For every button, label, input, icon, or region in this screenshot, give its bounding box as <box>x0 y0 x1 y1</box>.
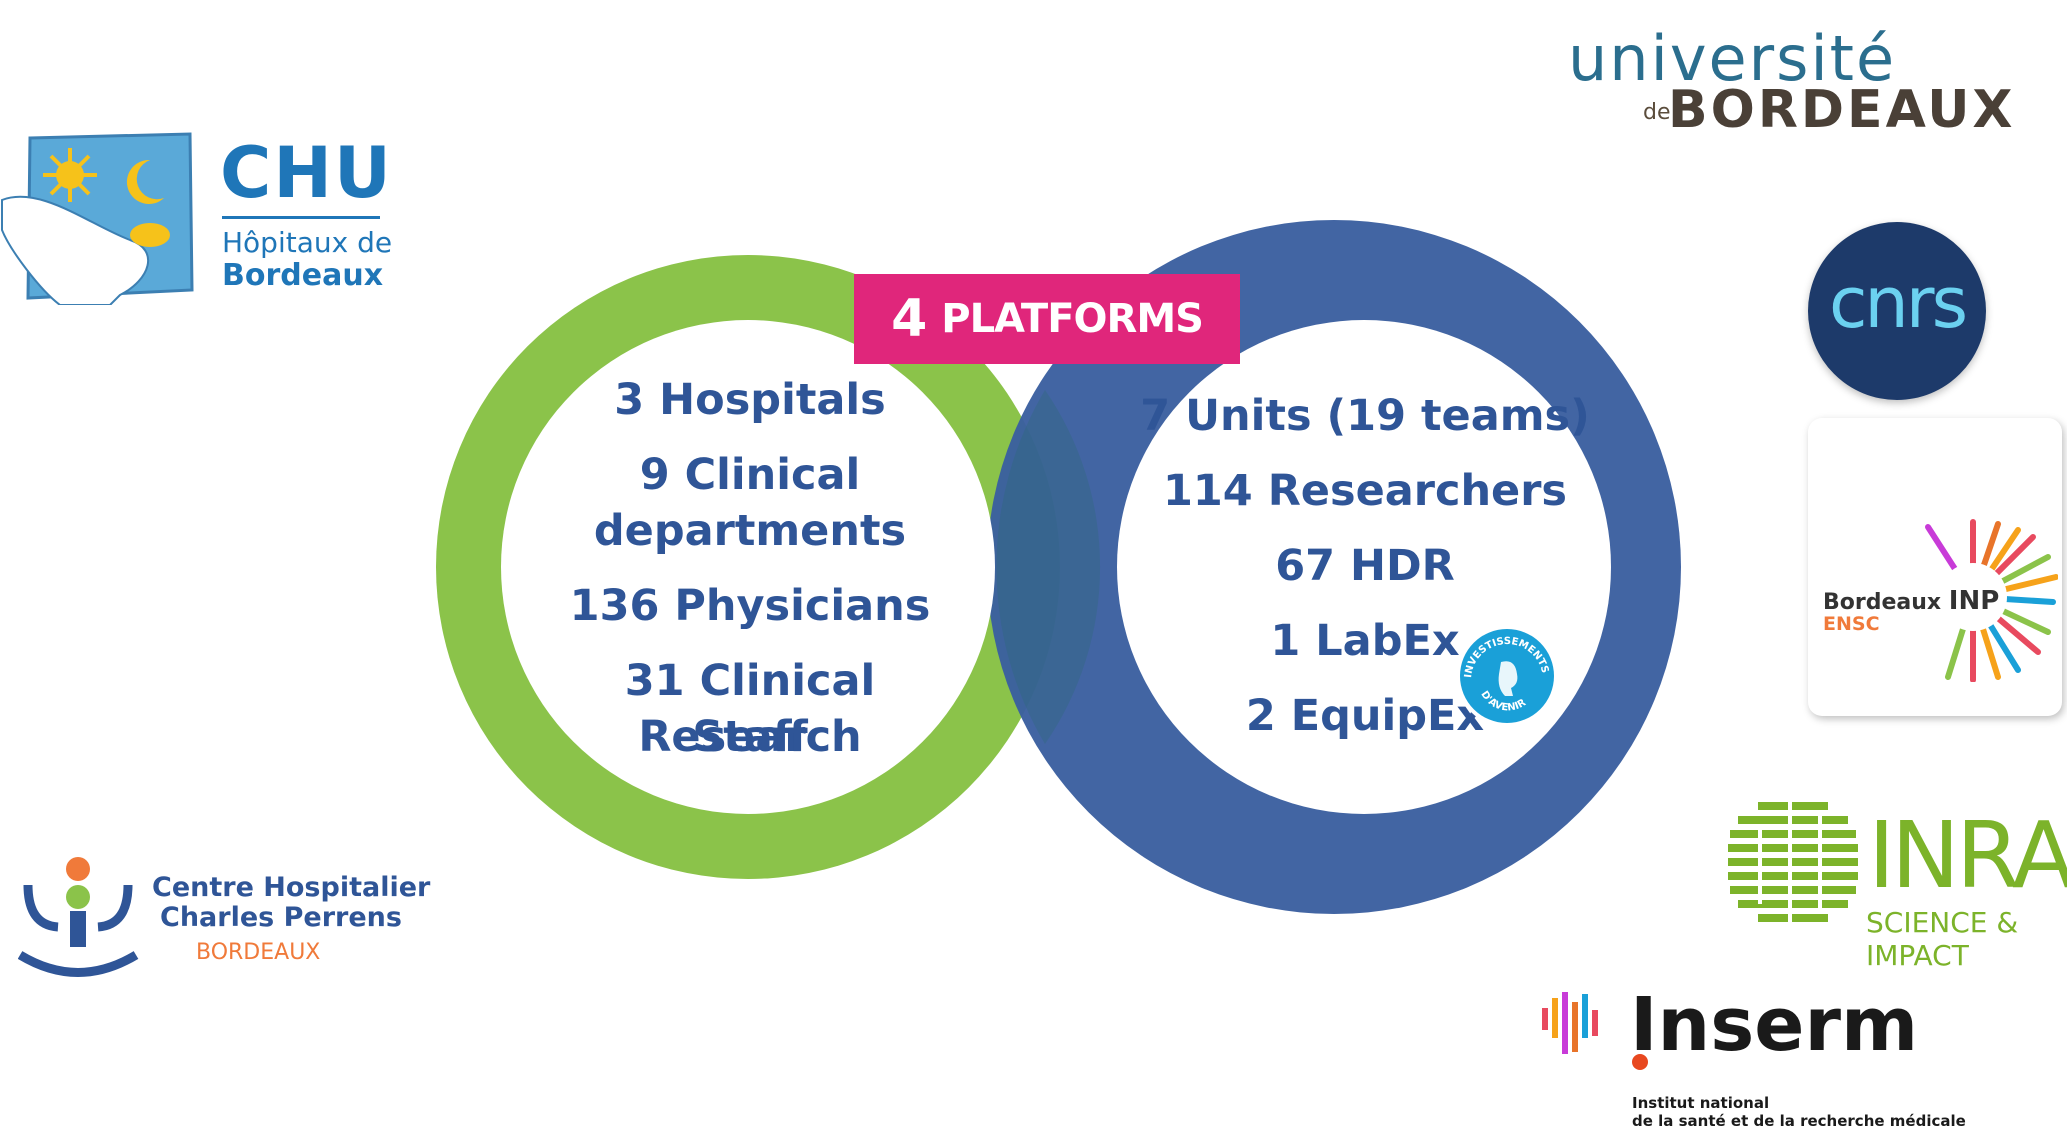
inserm-dot-icon <box>1632 1054 1648 1070</box>
inp-bordeaux-text: Bordeaux <box>1823 590 1942 615</box>
inp-burst-icon <box>1925 519 2058 682</box>
platforms-number: 4 <box>891 289 928 349</box>
stat-units: 7 Units (19 teams) <box>1140 391 1590 441</box>
stat-physicians: 136 Physicians <box>569 581 931 631</box>
stat-clinical-2: departments <box>593 506 907 556</box>
overlap-region <box>996 390 1101 744</box>
chu-logo <box>0 130 200 306</box>
chu-line1: Hôpitaux de <box>222 226 393 259</box>
perrens-line2: Charles Perrens <box>160 902 402 933</box>
ubx-line3: BORDEAUX <box>1668 80 2016 140</box>
stat-equipex: 2 EquipEx <box>1245 691 1485 741</box>
cnrs-text: cnrs <box>1828 262 1968 344</box>
inp-line2: ENSC <box>1823 613 1880 635</box>
stat-hospitals: 3 Hospitals <box>614 375 886 425</box>
stat-labex: 1 LabEx <box>1270 616 1460 666</box>
chu-line2: Bordeaux <box>222 258 384 293</box>
perrens-emblem-icon <box>18 857 139 977</box>
inserm-bars-icon <box>1542 992 1598 1054</box>
left-ring-inner <box>501 320 995 814</box>
stat-researchers: 114 Researchers <box>1162 466 1568 516</box>
inp-logo-card <box>1808 418 2062 716</box>
inp-inp-text: INP <box>1948 586 2000 616</box>
marianne-profile-icon <box>1498 661 1518 696</box>
investissements-avenir-badge: INVESTISSEMENTS D'AVENIR <box>1456 625 1558 727</box>
stat-hdr: 67 HDR <box>1275 541 1455 591</box>
inserm-line1: Institut national <box>1632 1094 1770 1112</box>
inserm-title: Inserm <box>1630 982 1919 1068</box>
perrens-line1: Centre Hospitalier <box>152 872 431 903</box>
platforms-banner: 4 PLATFORMS <box>854 274 1240 364</box>
inp-line1: Bordeaux INP <box>1823 586 1999 616</box>
stat-research-staff-2: Staff <box>692 712 808 762</box>
inra-subtitle: SCIENCE & IMPACT <box>1866 906 2019 972</box>
ubx-line2: de <box>1643 100 1671 125</box>
inra-title: INRA <box>1868 802 2067 909</box>
perrens-line3: BORDEAUX <box>196 940 321 965</box>
cnrs-logo <box>1808 222 1986 400</box>
platforms-label: PLATFORMS <box>941 296 1204 342</box>
inserm-line2: de la santé et de la recherche médicale <box>1632 1112 1966 1130</box>
chu-emblem-icon <box>0 132 194 306</box>
chu-divider <box>222 216 380 219</box>
ubx-line1: université <box>1568 22 1897 95</box>
inra-emblem-icon <box>1728 800 1858 930</box>
stat-clinical-1: 9 Clinical <box>639 450 861 500</box>
chu-title: CHU <box>220 132 393 214</box>
stat-research-staff-1: 31 Clinical Research <box>624 656 876 762</box>
